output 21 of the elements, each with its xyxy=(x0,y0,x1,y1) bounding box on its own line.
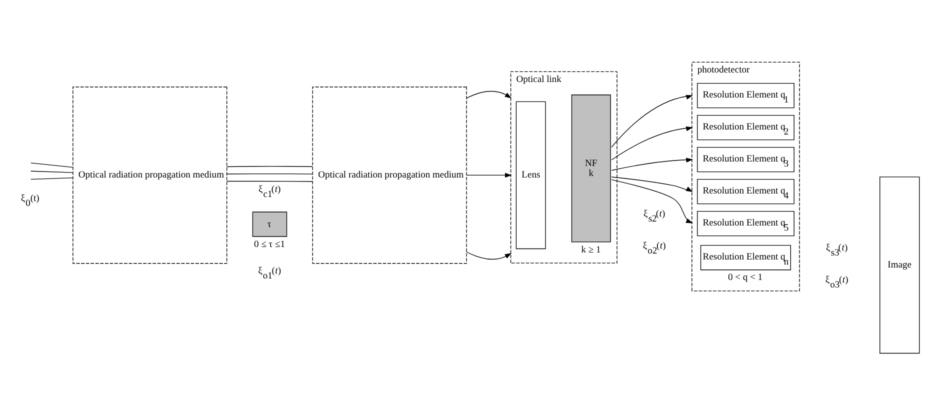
node-label: 0 < q < 1 xyxy=(728,272,763,283)
arrow xyxy=(466,251,512,260)
arrow xyxy=(611,178,693,223)
connector xyxy=(30,162,74,168)
arrow xyxy=(466,172,512,178)
node-box: Lens xyxy=(516,100,546,249)
connector xyxy=(226,172,313,174)
node-label: k ≥ 1 xyxy=(581,244,601,255)
arrow xyxy=(611,157,693,170)
arrow xyxy=(611,176,693,192)
node-box: Image xyxy=(880,176,920,354)
node-box: Optical radiation propagation medium xyxy=(312,86,467,264)
connector xyxy=(30,177,74,180)
node-label: 0 ≤ τ ≤1 xyxy=(254,239,285,250)
node-box: Optical radiation propagation medium xyxy=(72,86,228,264)
arrow xyxy=(611,126,693,160)
connector xyxy=(30,170,74,172)
connector xyxy=(226,180,313,182)
arrow xyxy=(466,90,512,98)
connector xyxy=(226,165,313,167)
arrow xyxy=(611,94,693,147)
